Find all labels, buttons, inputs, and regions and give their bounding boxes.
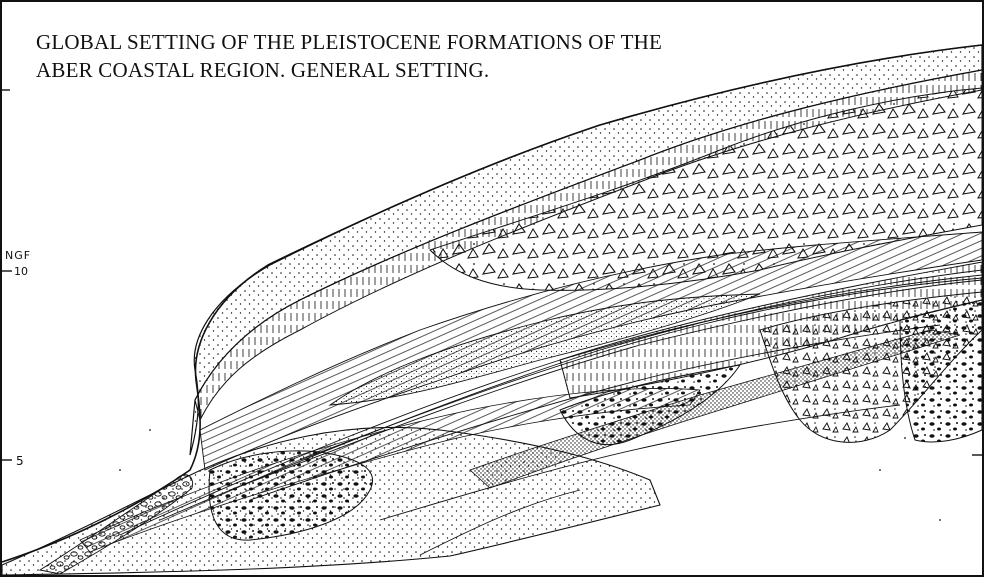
scatter-dot: [939, 519, 941, 521]
axis-label-ngf: NGF: [5, 249, 31, 262]
axis-tick-label-10: 10: [14, 265, 28, 278]
axis-tick-label-5: 5: [16, 454, 24, 468]
ngf-axis: NGF 10 5: [2, 90, 31, 468]
scatter-dot: [119, 469, 121, 471]
right-bedrock-head: [900, 300, 982, 442]
scatter-dot: [904, 437, 906, 439]
scatter-dot: [879, 469, 881, 471]
scatter-dot: [149, 429, 151, 431]
